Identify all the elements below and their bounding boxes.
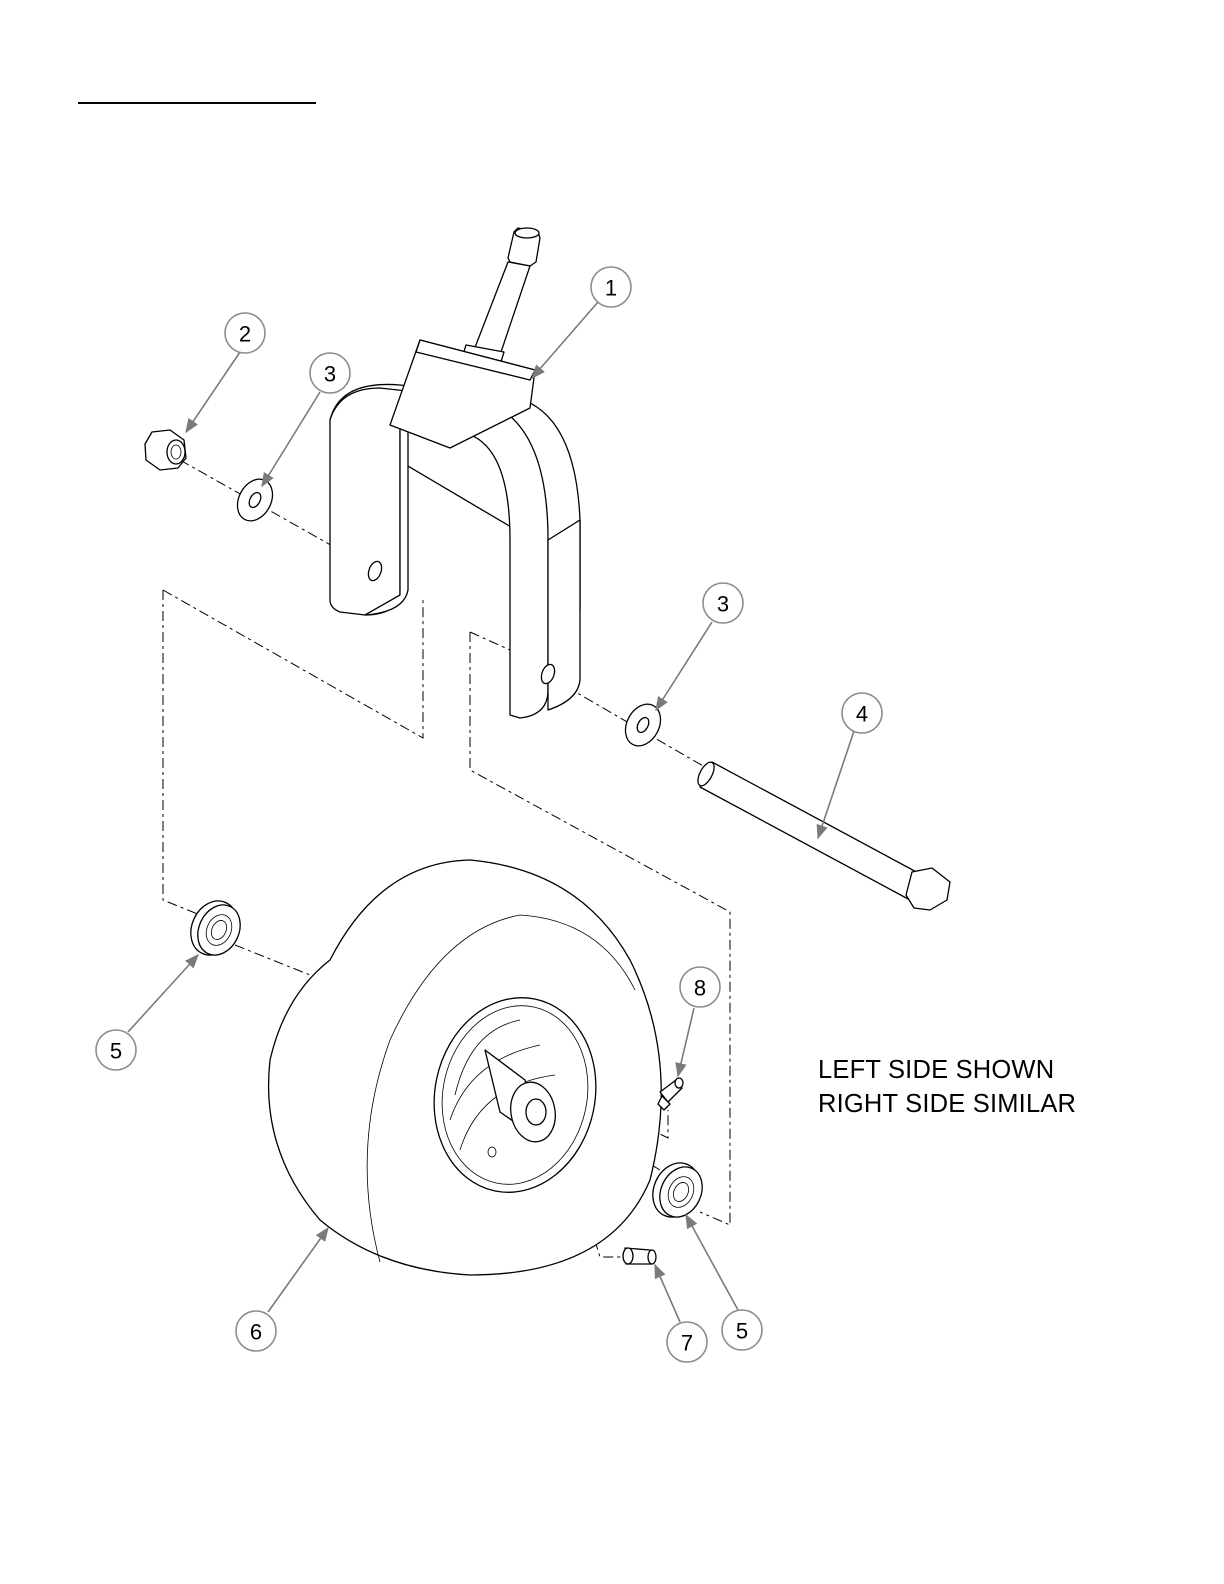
fork-assembly [330,228,580,718]
washer-upper-shape [231,473,280,527]
callout-number: 2 [239,322,251,347]
axle-bolt [695,760,950,910]
callout-bearing-left: 5 [96,1030,136,1070]
callout-number: 3 [324,362,336,387]
wheel-tire [269,860,662,1275]
callout-number: 8 [694,976,706,1001]
side-note-line1: LEFT SIDE SHOWN [818,1053,1076,1087]
callout-number: 6 [250,1320,262,1345]
callout-fork: 1 [591,267,631,307]
callout-number: 5 [110,1039,122,1064]
bearing-left-shape [182,893,248,962]
side-note-line2: RIGHT SIDE SIMILAR [818,1087,1076,1121]
callout-washer-upper: 3 [310,353,350,393]
callout-number: 7 [681,1331,693,1356]
side-note: LEFT SIDE SHOWN RIGHT SIDE SIMILAR [818,1053,1076,1121]
callout-wheel: 6 [236,1311,276,1351]
valve-stem-shape [623,1248,656,1264]
washer-lower-shape [619,698,668,752]
callout-bolt: 4 [842,693,882,733]
callout-valve-stem: 7 [667,1322,707,1362]
callout-grease-fitting: 8 [680,967,720,1007]
callout-bearing-right: 5 [722,1310,762,1350]
callout-number: 4 [856,702,868,727]
callout-number: 5 [736,1319,748,1344]
grease-fitting-shape [658,1078,683,1110]
callout-nut: 2 [225,313,265,353]
callout-number: 1 [605,276,617,301]
callout-washer-lower: 3 [703,583,743,623]
callout-number: 3 [717,592,729,617]
lock-nut [145,430,186,470]
bearing-right-shape [644,1155,710,1224]
